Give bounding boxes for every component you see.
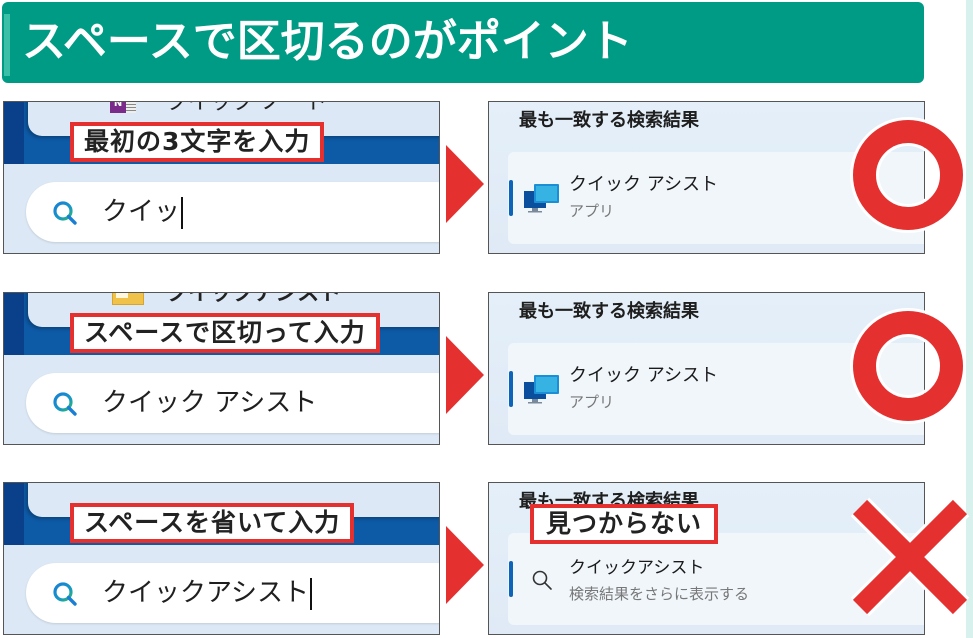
right-arrow-icon xyxy=(446,145,484,223)
search-query-text: クイック アシスト xyxy=(102,388,318,418)
title-accent-bar xyxy=(4,14,10,76)
result-title: クイックアシスト xyxy=(569,558,705,578)
right-edge-strip xyxy=(966,0,973,638)
onenote-lines-icon xyxy=(126,102,136,113)
circle-ok-icon xyxy=(853,311,963,421)
result-subtitle: アプリ xyxy=(569,202,615,220)
result-subtitle: アプリ xyxy=(569,393,615,411)
search-box[interactable]: クイッ xyxy=(26,182,439,242)
text-caret xyxy=(309,577,312,610)
page-title: スペースで区切るのがポイント xyxy=(22,16,633,67)
search-query-text: クイックアシスト xyxy=(102,578,309,608)
step-label-1: 最初の3文字を入力 xyxy=(70,122,325,162)
search-input[interactable]: クイック アシスト xyxy=(102,385,317,421)
result-subtitle: 検索結果をさらに表示する xyxy=(569,585,750,603)
title-banner: スペースで区切るのがポイント xyxy=(2,2,924,83)
onenote-icon: N xyxy=(110,102,126,113)
search-icon xyxy=(53,392,77,416)
search-query-text: クイッ xyxy=(102,197,181,227)
top-card-label: クイックアシスト xyxy=(166,292,342,306)
step-label-3: スペースを省いて入力 xyxy=(70,503,355,543)
search-icon xyxy=(532,570,552,590)
search-input[interactable]: クイックアシスト xyxy=(102,575,312,611)
selection-indicator xyxy=(509,371,513,407)
search-icon xyxy=(53,582,77,606)
top-card-label: クイック ノート xyxy=(166,101,327,115)
search-input-panel-3: クイックアシスト xyxy=(3,482,440,635)
results-heading: 最も一致する検索結果 xyxy=(519,110,699,131)
not-found-label: 見つからない xyxy=(530,504,719,544)
quick-assist-thumbnail-icon xyxy=(112,293,144,305)
quick-assist-app-icon xyxy=(524,375,559,404)
search-input[interactable]: クイッ xyxy=(102,194,184,230)
result-title: クイック アシスト xyxy=(569,365,719,386)
step-label-2: スペースで区切って入力 xyxy=(70,313,380,353)
search-icon xyxy=(53,201,77,225)
result-title: クイック アシスト xyxy=(569,174,719,195)
right-arrow-icon xyxy=(446,526,484,604)
text-caret xyxy=(181,196,184,229)
circle-ok-icon xyxy=(853,120,963,230)
right-arrow-icon xyxy=(446,336,484,414)
selection-indicator xyxy=(509,561,513,597)
selection-indicator xyxy=(509,180,513,216)
cross-ng-icon xyxy=(850,497,970,617)
more-results-item[interactable] xyxy=(508,533,924,625)
results-heading: 最も一致する検索結果 xyxy=(519,301,699,322)
search-box[interactable]: クイックアシスト xyxy=(26,563,439,623)
quick-assist-app-icon xyxy=(524,184,559,213)
search-box[interactable]: クイック アシスト xyxy=(26,373,439,433)
